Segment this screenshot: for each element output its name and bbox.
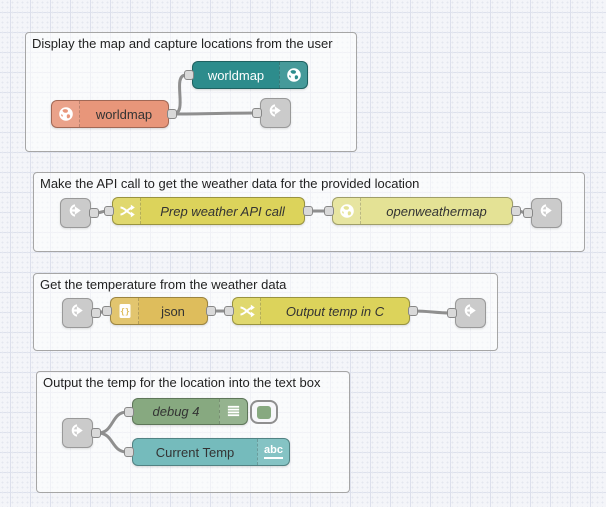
wire[interactable]: [171, 111, 257, 116]
link-out-icon: [462, 302, 479, 324]
node-label: Prep weather API call: [160, 203, 285, 219]
input-port[interactable]: [447, 308, 457, 318]
node-link-in[interactable]: [60, 198, 99, 228]
output-port[interactable]: [89, 208, 99, 218]
input-port[interactable]: [184, 70, 194, 80]
node-json[interactable]: json: [102, 297, 216, 325]
node-link-in[interactable]: [62, 298, 101, 328]
output-port[interactable]: [303, 206, 313, 216]
node-label: Output temp in C: [285, 303, 385, 319]
link-out-icon: [538, 202, 555, 224]
output-port[interactable]: [91, 308, 101, 318]
output-port[interactable]: [167, 109, 177, 119]
globe-icon: [279, 62, 307, 88]
node-link-out[interactable]: [252, 98, 291, 128]
group-display-map[interactable]: Display the map and capture locations fr…: [25, 32, 357, 152]
link-in-icon: [69, 302, 86, 324]
node-worldmap-in[interactable]: worldmap: [51, 100, 177, 128]
json-icon: [111, 298, 139, 324]
debug-list-icon: [219, 399, 247, 424]
node-link-out[interactable]: [523, 198, 562, 228]
wire[interactable]: [413, 309, 452, 315]
input-port[interactable]: [124, 406, 134, 417]
input-port[interactable]: [224, 306, 234, 316]
abc-text-icon: abc: [257, 439, 289, 465]
globe-icon: [333, 198, 361, 224]
node-function-output-temp[interactable]: Output temp in C: [224, 297, 418, 325]
input-port[interactable]: [252, 108, 262, 118]
link-in-icon: [67, 202, 84, 224]
output-port[interactable]: [511, 206, 521, 216]
wire[interactable]: [171, 73, 188, 116]
debug-toggle-state: [257, 405, 271, 419]
debug-toggle-button[interactable]: [250, 400, 278, 424]
node-label: worldmap: [95, 106, 153, 122]
input-port[interactable]: [124, 447, 134, 457]
node-label: openweathermap: [386, 203, 487, 219]
group-title: Make the API call to get the weather dat…: [40, 176, 420, 191]
output-port[interactable]: [408, 306, 418, 316]
input-port[interactable]: [102, 306, 112, 316]
node-debug[interactable]: debug 4: [124, 398, 248, 425]
wire[interactable]: [96, 431, 129, 454]
globe-icon: [52, 101, 80, 127]
group-title: Display the map and capture locations fr…: [32, 36, 333, 51]
node-function-prep-weather[interactable]: Prep weather API call: [104, 197, 313, 225]
link-out-icon: [267, 102, 284, 124]
node-link-out[interactable]: [447, 298, 486, 328]
function-icon: [113, 198, 141, 224]
output-port[interactable]: [206, 306, 216, 316]
function-icon: [233, 298, 261, 324]
node-label: debug 4: [152, 404, 200, 419]
input-port[interactable]: [324, 206, 334, 216]
node-openweathermap[interactable]: openweathermap: [324, 197, 521, 225]
node-link-in[interactable]: [62, 418, 101, 448]
group-title: Get the temperature from the weather dat…: [40, 277, 287, 292]
input-port[interactable]: [104, 206, 114, 216]
wire[interactable]: [96, 410, 129, 435]
node-label: Current Temp: [155, 444, 235, 460]
output-port[interactable]: [91, 428, 101, 438]
node-label: worldmap: [207, 67, 265, 83]
node-worldmap-display[interactable]: worldmap: [184, 61, 308, 89]
input-port[interactable]: [523, 208, 533, 218]
group-title: Output the temp for the location into th…: [43, 375, 321, 390]
node-ui-text-current-temp[interactable]: Current Temp abc: [124, 438, 290, 466]
link-in-icon: [69, 422, 86, 444]
node-label: json: [161, 303, 185, 319]
